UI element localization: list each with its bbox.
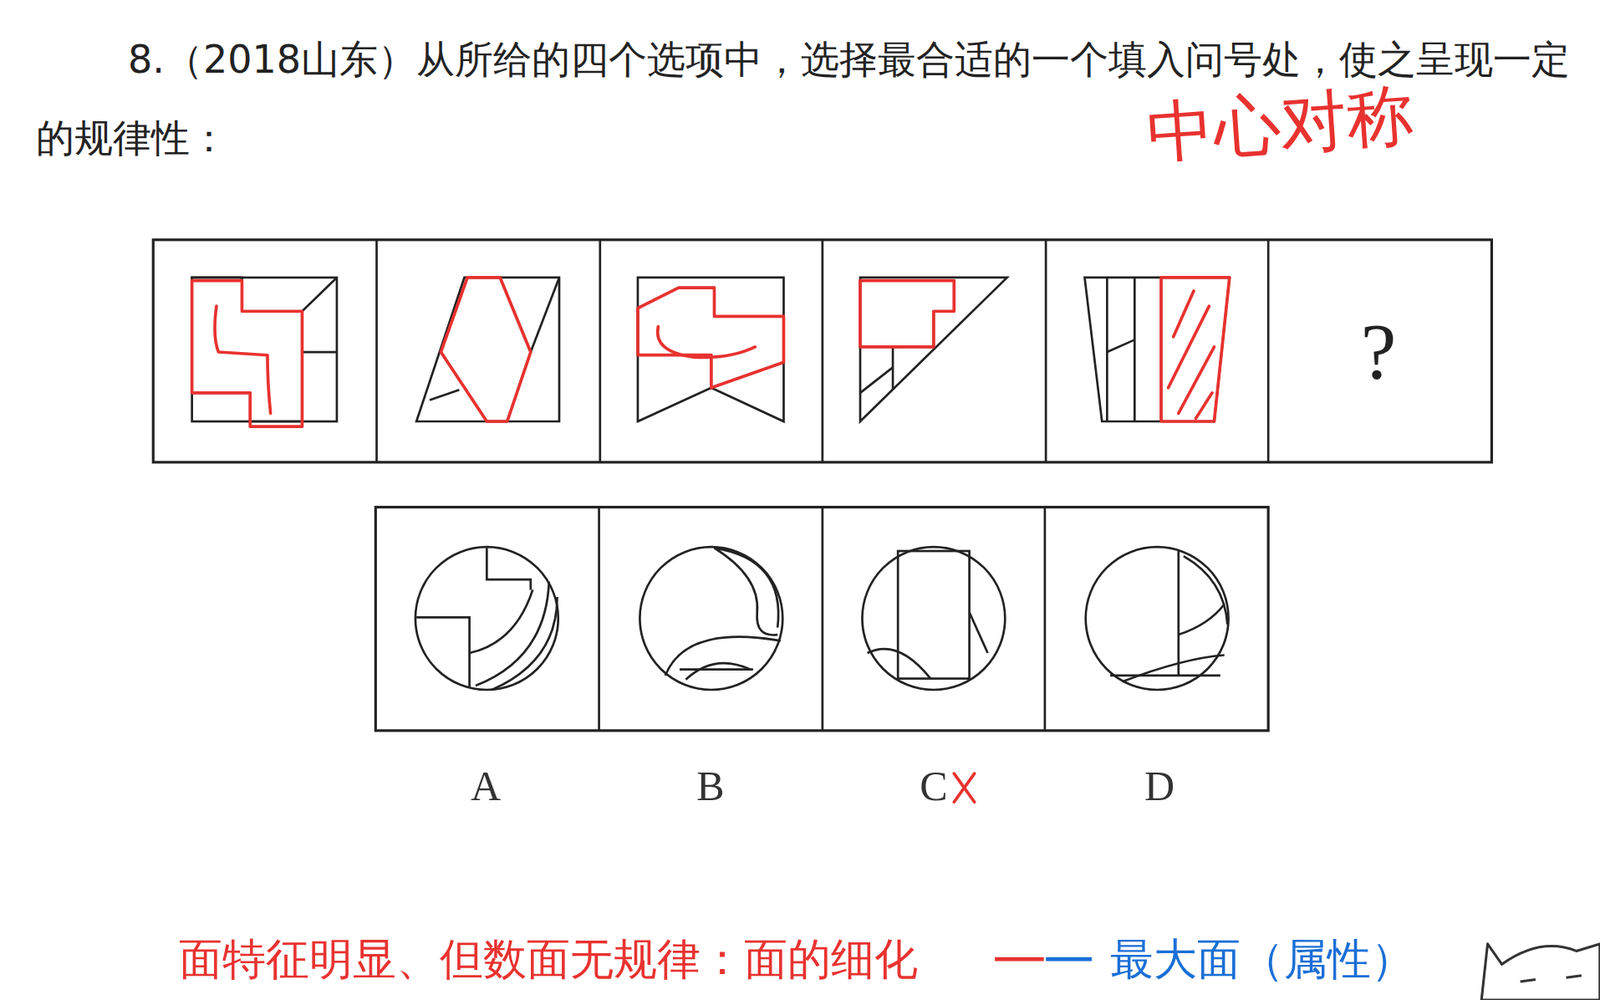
option-letter: A [470,760,501,811]
method-note: 面特征明显、但数面无规律：面的细化 [178,932,918,985]
option-letter: D [1144,760,1175,811]
handwritten-note: 中心对称 [1144,75,1417,174]
option-letter: C [919,760,948,811]
option-letter: B [696,760,724,811]
question-mark: ? [1360,303,1397,400]
method-note: 最大面（属性） [1110,932,1415,985]
